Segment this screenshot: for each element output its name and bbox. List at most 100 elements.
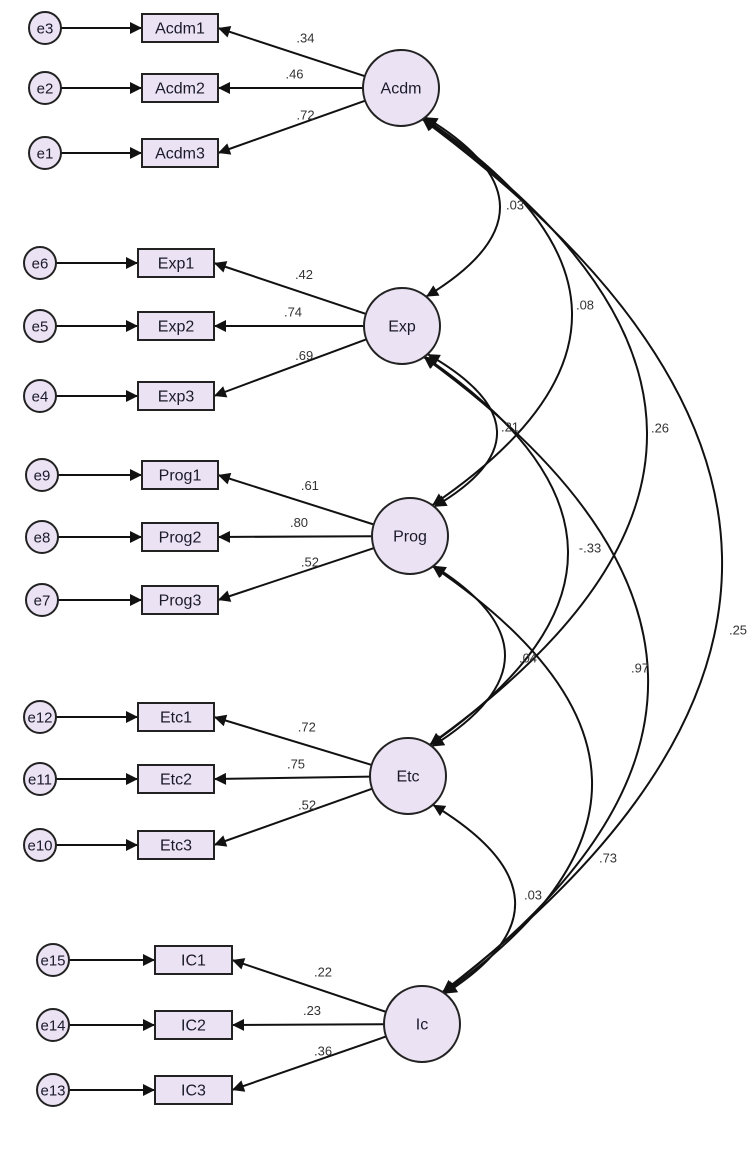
loading-label: .80 xyxy=(290,515,308,530)
indicator-box xyxy=(141,585,219,615)
indicator-box xyxy=(141,13,219,43)
correlation-label: .21 xyxy=(501,420,519,435)
error-circle xyxy=(28,11,62,45)
error-circle xyxy=(36,1008,70,1042)
indicator-box xyxy=(141,522,219,552)
loading-path xyxy=(213,787,373,847)
indicator-label: Exp1 xyxy=(158,256,195,273)
error-circle xyxy=(23,828,57,862)
loading-path xyxy=(213,714,372,766)
loading-path xyxy=(217,99,366,155)
correlation-label: .73 xyxy=(599,851,617,866)
indicator-label: IC2 xyxy=(181,1018,206,1035)
correlation-label: .08 xyxy=(576,298,594,313)
error-label: e11 xyxy=(28,772,52,789)
indicator-box xyxy=(154,1010,233,1040)
indicator-label: Prog3 xyxy=(159,593,202,610)
covariance-path xyxy=(421,118,724,993)
loading-label: .75 xyxy=(287,756,305,771)
indicator-label: IC1 xyxy=(181,953,206,970)
indicator-label: Prog2 xyxy=(159,530,202,547)
covariance-path xyxy=(432,565,593,994)
error-label: e3 xyxy=(37,21,54,38)
indicator-box xyxy=(137,830,215,860)
indicator-label: Acdm1 xyxy=(155,21,205,38)
indicator-label: Exp2 xyxy=(158,319,195,336)
indicator-label: IC3 xyxy=(181,1083,206,1100)
error-circle xyxy=(23,246,57,280)
error-circle xyxy=(25,583,59,617)
loading-path xyxy=(213,338,367,398)
loading-label: .52 xyxy=(298,797,316,812)
error-label: e6 xyxy=(32,256,49,273)
latent-circle xyxy=(371,497,449,575)
indicator-label: Etc3 xyxy=(160,838,192,855)
error-circle xyxy=(25,458,59,492)
indicator-label: Prog1 xyxy=(159,468,202,485)
loading-label: .42 xyxy=(295,267,313,282)
indicator-label: Exp3 xyxy=(158,389,195,406)
error-circle xyxy=(28,136,62,170)
latent-label: Etc xyxy=(396,769,419,786)
indicator-box xyxy=(141,460,219,490)
error-label: e4 xyxy=(32,389,49,406)
loading-path xyxy=(217,530,373,543)
error-label: e9 xyxy=(34,468,51,485)
loading-path xyxy=(231,958,387,1013)
latent-circle xyxy=(362,49,440,127)
error-circle xyxy=(23,379,57,413)
correlation-label: .25 xyxy=(729,623,747,638)
loading-label: .46 xyxy=(285,67,303,82)
latent-circle xyxy=(369,737,447,815)
latent-circle xyxy=(383,985,461,1063)
covariance-path xyxy=(431,564,506,748)
loading-label: .61 xyxy=(301,478,319,493)
indicator-box xyxy=(141,73,219,103)
loading-label: .36 xyxy=(314,1044,332,1059)
indicator-label: Acdm2 xyxy=(155,81,205,98)
error-label: e1 xyxy=(37,146,54,163)
error-label: e13 xyxy=(40,1083,65,1100)
indicator-label: Acdm3 xyxy=(155,146,205,163)
correlation-label: .03 xyxy=(506,198,524,213)
correlation-label: .26 xyxy=(651,421,669,436)
loading-label: .23 xyxy=(303,1003,321,1018)
loading-path xyxy=(231,1035,387,1092)
error-circle xyxy=(36,1073,70,1107)
error-label: e7 xyxy=(34,593,51,610)
indicator-box xyxy=(137,248,215,278)
indicator-label: Etc2 xyxy=(160,772,192,789)
indicator-label: Etc1 xyxy=(160,710,192,727)
error-label: e15 xyxy=(40,953,65,970)
indicator-box xyxy=(137,702,215,732)
latent-label: Acdm xyxy=(381,81,422,98)
loading-label: .74 xyxy=(284,305,302,320)
latent-label: Exp xyxy=(388,319,416,336)
error-circle xyxy=(23,309,57,343)
loading-path xyxy=(217,472,375,526)
error-circle xyxy=(25,520,59,554)
loading-path xyxy=(217,26,366,78)
loading-path xyxy=(213,261,367,315)
indicator-box xyxy=(137,381,215,411)
error-circle xyxy=(23,700,57,734)
loading-label: .34 xyxy=(296,31,314,46)
error-circle xyxy=(23,762,57,796)
loading-label: .72 xyxy=(298,719,316,734)
correlation-label: .03 xyxy=(524,888,542,903)
latent-label: Ic xyxy=(416,1017,428,1034)
correlation-label: .97 xyxy=(631,661,649,676)
loading-path xyxy=(231,1018,385,1031)
indicator-box xyxy=(137,764,215,794)
covariance-path xyxy=(424,116,501,298)
covariance-path xyxy=(426,353,498,508)
error-label: e10 xyxy=(27,838,52,855)
error-label: e5 xyxy=(32,319,49,336)
correlation-label: .04 xyxy=(519,651,537,666)
indicator-box xyxy=(154,1075,233,1105)
loading-label: .52 xyxy=(301,555,319,570)
error-label: e14 xyxy=(40,1018,65,1035)
covariance-path xyxy=(432,803,516,995)
indicator-box xyxy=(154,945,233,975)
